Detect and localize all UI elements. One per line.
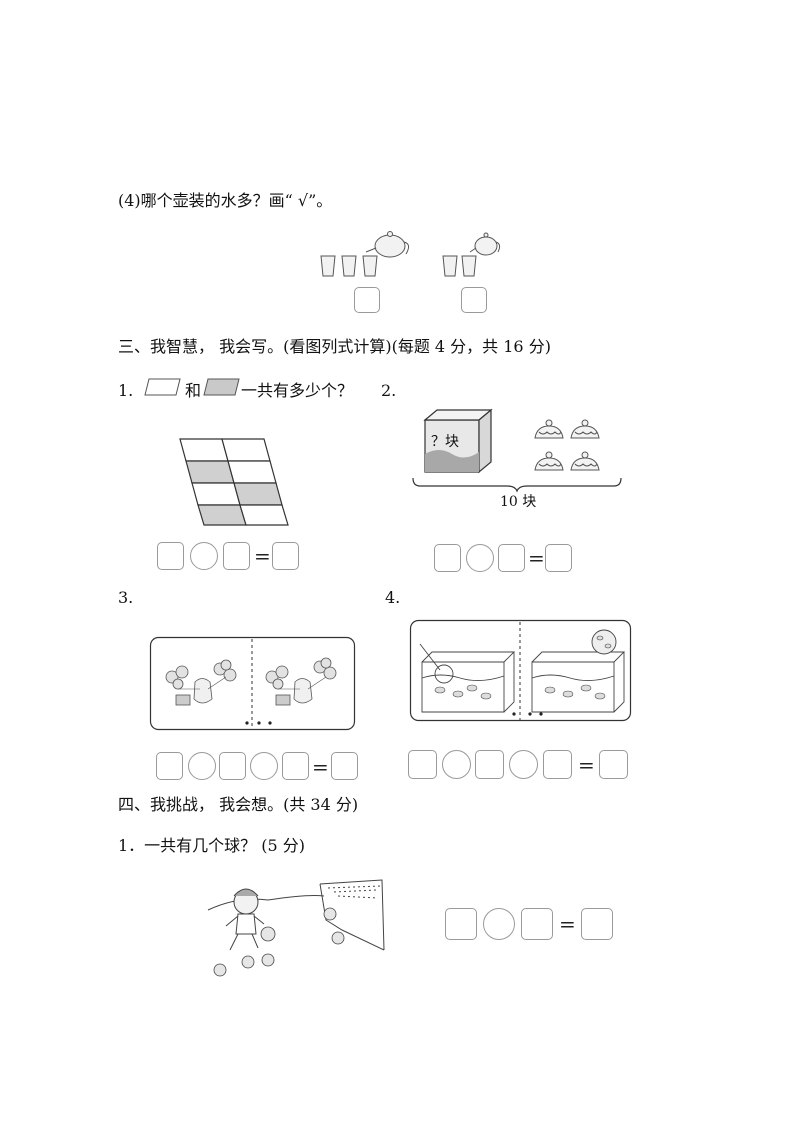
- answer-box[interactable]: [521, 908, 553, 940]
- operator-circle[interactable]: [190, 542, 218, 570]
- operator-circle[interactable]: [483, 908, 515, 940]
- answer-box[interactable]: [581, 908, 613, 940]
- answer-box-teapot-2[interactable]: [461, 287, 487, 313]
- equals-sign: =: [559, 912, 576, 936]
- problem-4-number: 4.: [385, 588, 401, 607]
- answer-box[interactable]: [282, 752, 309, 780]
- equals-sign: =: [254, 544, 271, 568]
- problem-1-number: 1.: [118, 381, 134, 400]
- boy-playing-soccer-picture: [207, 879, 385, 977]
- parallelogram-grid-picture: [179, 438, 289, 526]
- operator-circle[interactable]: [250, 752, 278, 780]
- problem-2-number: 2.: [381, 381, 397, 400]
- problem-1-question: 一共有多少个？: [241, 381, 354, 400]
- section-4-problem-1: 1．一共有几个球？ (5 分): [118, 836, 306, 855]
- answer-box[interactable]: [157, 542, 184, 570]
- answer-box[interactable]: [543, 750, 572, 779]
- total-brace: [412, 477, 622, 493]
- answer-box-teapot-1[interactable]: [354, 287, 380, 313]
- equals-sign: =: [578, 753, 595, 777]
- equals-sign: =: [528, 546, 545, 570]
- answer-box[interactable]: [445, 908, 477, 940]
- white-parallelogram-icon: [144, 378, 181, 396]
- answer-box[interactable]: [272, 542, 299, 570]
- operator-circle[interactable]: [188, 752, 216, 780]
- answer-box[interactable]: [545, 544, 572, 572]
- answer-box[interactable]: [498, 544, 525, 572]
- cake-box-label: ？块: [431, 434, 459, 450]
- problem-3-number: 3.: [118, 588, 134, 607]
- cat-with-balloons-picture: [149, 636, 356, 731]
- teapot-pouring-two-cups-picture: [442, 232, 501, 277]
- fish-tanks-picture: [409, 619, 632, 722]
- answer-box[interactable]: [156, 752, 183, 780]
- answer-box[interactable]: [331, 752, 358, 780]
- gray-parallelogram-icon: [203, 378, 240, 396]
- teapot-pouring-three-cups-picture: [320, 231, 410, 277]
- cake-box-cube-picture: [423, 408, 493, 474]
- question-4-prompt: (4)哪个壶装的水多？画“ √”。: [118, 191, 333, 210]
- operator-circle[interactable]: [466, 544, 494, 572]
- answer-box[interactable]: [223, 542, 250, 570]
- answer-box[interactable]: [599, 750, 628, 779]
- answer-box[interactable]: [434, 544, 461, 572]
- section-4-heading: 四、我挑战， 我会想。(共 34 分): [118, 795, 359, 814]
- answer-box[interactable]: [408, 750, 437, 779]
- four-cakes-picture: [534, 419, 600, 471]
- total-label: 10 块: [500, 494, 537, 510]
- operator-circle[interactable]: [509, 750, 538, 779]
- answer-box[interactable]: [475, 750, 504, 779]
- section-3-heading: 三、我智慧， 我会写。(看图列式计算)(每题 4 分，共 16 分): [118, 337, 551, 356]
- answer-box[interactable]: [219, 752, 246, 780]
- operator-circle[interactable]: [442, 750, 471, 779]
- equals-sign: =: [312, 755, 329, 779]
- problem-1-and: 和: [185, 381, 202, 400]
